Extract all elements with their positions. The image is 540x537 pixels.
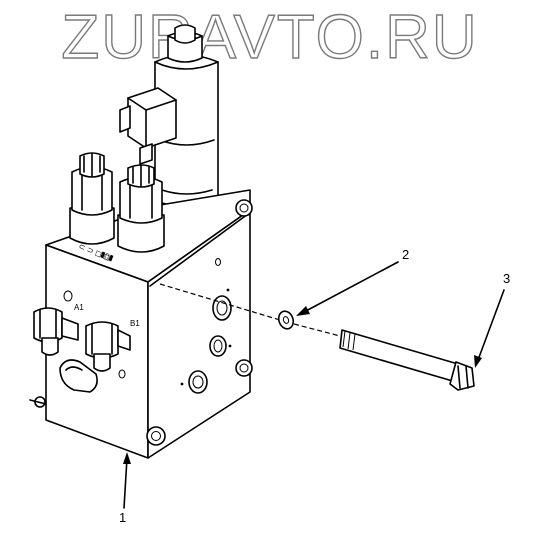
fitting-b1: B1 bbox=[85, 319, 140, 372]
cartridge-valve-right bbox=[117, 164, 165, 253]
callout-2: 2 bbox=[402, 247, 409, 262]
port-label-a1: A1 bbox=[74, 303, 84, 312]
port-label-b1: B1 bbox=[130, 319, 140, 328]
solenoid-connector bbox=[119, 87, 177, 165]
fitting-a1: A1 bbox=[33, 303, 84, 356]
bolt bbox=[339, 329, 475, 391]
right-face-ports bbox=[180, 258, 232, 394]
callout-leaders bbox=[123, 261, 505, 509]
callout-3: 3 bbox=[503, 271, 510, 286]
callout-1: 1 bbox=[119, 510, 126, 525]
assembly-centerline bbox=[159, 283, 281, 321]
pipe-elbow bbox=[59, 359, 98, 393]
front-small-ports bbox=[29, 290, 126, 405]
watermark-text: ZURAVTO.RU bbox=[61, 3, 478, 72]
assembly-centerline-2 bbox=[293, 323, 341, 337]
cartridge-valve-left bbox=[69, 152, 115, 245]
washer bbox=[277, 310, 295, 330]
mounting-bolt-heads bbox=[34, 199, 253, 446]
watermark: ZURAVTO.RU bbox=[61, 2, 478, 72]
solenoid-coil bbox=[154, 24, 219, 208]
valve-block-assembly: ⊂ ⊃ ◻ ◻ ▮▯▮ bbox=[29, 24, 253, 459]
